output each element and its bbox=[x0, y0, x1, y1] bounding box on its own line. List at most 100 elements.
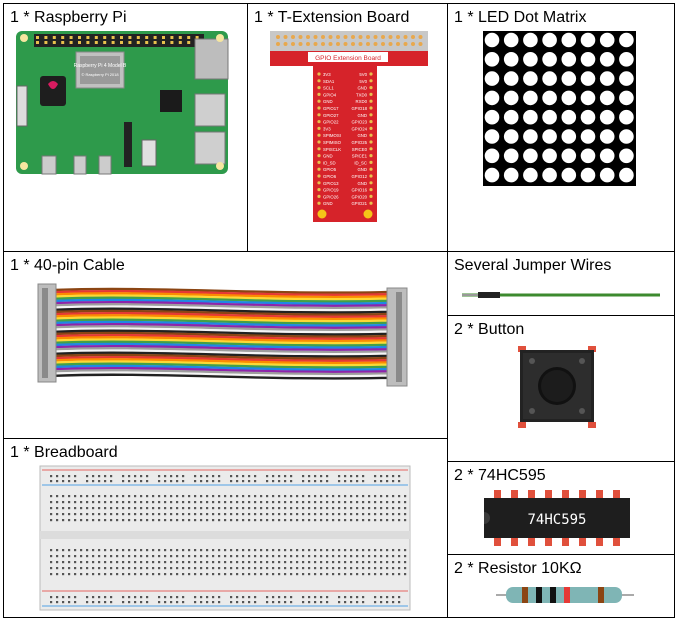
led-dot bbox=[580, 167, 596, 183]
ext-left-pin-label: GPIO17 bbox=[323, 106, 339, 111]
ext-left-pin-label: SPISCLK bbox=[323, 147, 341, 152]
ext-right-pin-label: 5V0 bbox=[359, 72, 367, 77]
ext-right-pin-label: GND bbox=[357, 133, 367, 138]
led-dot bbox=[599, 32, 615, 48]
led-dot bbox=[542, 52, 557, 67]
led-dot bbox=[580, 32, 596, 48]
ext-right-pin-label: GPIO25 bbox=[351, 140, 367, 145]
rpi-brand-text: © Raspberry Pi 2018 bbox=[81, 72, 119, 77]
led-dot bbox=[599, 167, 615, 183]
led-dot bbox=[580, 52, 596, 67]
led-dot bbox=[561, 167, 577, 183]
ext-right-pin-label: GPIO23 bbox=[351, 120, 367, 125]
led-dot bbox=[503, 52, 519, 67]
led-dot bbox=[619, 52, 634, 67]
resistor-label: 2 * Resistor 10KΩ bbox=[454, 560, 582, 577]
led-dot bbox=[599, 71, 615, 86]
led-dot bbox=[484, 32, 500, 48]
ext-right-pin-label: ID_SC bbox=[354, 160, 367, 165]
led-dot bbox=[542, 32, 557, 48]
led-dot bbox=[542, 90, 557, 106]
led-dot bbox=[580, 90, 596, 106]
ext-left-pin-label: GPIO27 bbox=[323, 113, 339, 118]
led-dot bbox=[523, 32, 538, 48]
ext-left-pin-label: GND bbox=[323, 154, 333, 159]
led-dot bbox=[523, 148, 538, 164]
led-dot bbox=[542, 148, 557, 164]
led-dot bbox=[619, 129, 634, 144]
led-dot bbox=[561, 32, 577, 48]
cell-led-matrix: 1 * LED Dot Matrix bbox=[447, 3, 675, 252]
led-dot bbox=[523, 129, 538, 144]
led-dot bbox=[503, 148, 519, 164]
cell-raspberry-pi: 1 * Raspberry Pi Raspberry Pi 4 Model B … bbox=[3, 3, 248, 252]
led-dot bbox=[484, 167, 500, 183]
ic-label: 2 * 74HC595 bbox=[454, 467, 546, 484]
ext-left-pin-label: SCL1 bbox=[323, 86, 334, 91]
led-dot bbox=[619, 167, 634, 183]
led-dot bbox=[484, 90, 500, 106]
cell-40pin-cable: 1 * 40-pin Cable bbox=[3, 251, 448, 439]
jumper-wire bbox=[462, 292, 660, 298]
ext-left-pin-label: ID_SD bbox=[323, 160, 336, 165]
led-dot bbox=[599, 129, 615, 144]
ext-right-pin-label: GPIO24 bbox=[351, 126, 367, 131]
led-dot bbox=[561, 71, 577, 86]
led-dot bbox=[561, 90, 577, 106]
button-label: 2 * Button bbox=[454, 321, 525, 338]
led-dot bbox=[542, 109, 557, 125]
led-dot bbox=[561, 52, 577, 67]
led-dot bbox=[599, 148, 615, 164]
led-dot bbox=[523, 109, 538, 125]
ext-right-pin-label: RXD0 bbox=[356, 99, 368, 104]
cell-breadboard: 1 * Breadboard bbox=[3, 438, 448, 618]
led-dot bbox=[503, 32, 519, 48]
led-dot bbox=[484, 52, 500, 67]
ext-left-pin-label: GPIO19 bbox=[323, 188, 339, 193]
ext-left-pin-label: SPIMISO bbox=[323, 140, 342, 145]
ext-left-pin-label: GPIO26 bbox=[323, 194, 339, 199]
ext-right-pin-label: GPIO16 bbox=[351, 188, 367, 193]
breadboard bbox=[39, 465, 411, 611]
jumper-label: Several Jumper Wires bbox=[454, 257, 612, 274]
raspberry-pi-board: Raspberry Pi 4 Model B © Raspberry Pi 20… bbox=[16, 31, 229, 175]
ext-right-pin-label: GND bbox=[357, 167, 367, 172]
led-dot bbox=[599, 90, 615, 106]
ext-left-pin-label: GPIO4 bbox=[323, 92, 337, 97]
led-dot bbox=[542, 167, 557, 183]
cell-resistor: 2 * Resistor 10KΩ bbox=[447, 554, 675, 618]
ic-chip-text: 74HC595 bbox=[527, 512, 586, 528]
cell-button: 2 * Button bbox=[447, 315, 675, 462]
led-dot bbox=[619, 71, 634, 86]
ext-right-pin-label: GPIO12 bbox=[351, 174, 367, 179]
led-dot bbox=[542, 129, 557, 144]
led-dot bbox=[561, 109, 577, 125]
led-dot bbox=[484, 71, 500, 86]
led-dot bbox=[503, 167, 519, 183]
push-button bbox=[518, 346, 596, 428]
led-dot bbox=[619, 90, 634, 106]
t-extension-label: 1 * T-Extension Board bbox=[254, 9, 410, 26]
led-dot bbox=[484, 148, 500, 164]
ext-left-pin-label: GND bbox=[323, 201, 333, 206]
led-dot bbox=[542, 71, 557, 86]
led-dot bbox=[503, 129, 519, 144]
led-dot bbox=[503, 109, 519, 125]
resistor bbox=[496, 587, 634, 603]
cell-jumper-wires: Several Jumper Wires bbox=[447, 251, 675, 316]
led-dot bbox=[619, 148, 634, 164]
led-dot bbox=[580, 148, 596, 164]
led-dot bbox=[484, 109, 500, 125]
ext-left-pin-label: 3V3 bbox=[323, 126, 331, 131]
led-dot bbox=[580, 129, 596, 144]
ext-left-pin-label: GPIO22 bbox=[323, 120, 339, 125]
cell-74hc595: 2 * 74HC595 74HC595 bbox=[447, 461, 675, 555]
ext-right-pin-label: TXD0 bbox=[356, 92, 368, 97]
led-dot bbox=[523, 52, 538, 67]
led-matrix-label: 1 * LED Dot Matrix bbox=[454, 9, 587, 26]
ext-left-pin-label: GPIO6 bbox=[323, 174, 337, 179]
led-dot bbox=[619, 32, 634, 48]
led-dot bbox=[523, 90, 538, 106]
ext-left-pin-label: GND bbox=[323, 99, 333, 104]
